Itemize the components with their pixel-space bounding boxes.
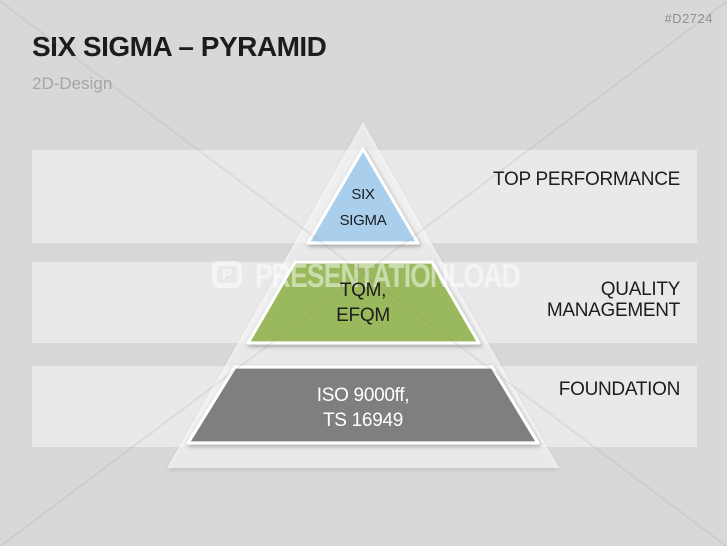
watermark-text: PRESENTATIONLOAD xyxy=(255,257,521,294)
page-subtitle: 2D-Design xyxy=(32,74,113,93)
shape-label-line: ISO 9000ff, xyxy=(316,385,410,406)
band-label-line: TOP PERFORMANCE xyxy=(493,169,680,190)
band-label-line: MANAGEMENT xyxy=(546,300,680,321)
shape-label-line: TS 16949 xyxy=(323,410,403,431)
logo-letter: P xyxy=(221,266,232,283)
band-label-line: FOUNDATION xyxy=(558,379,681,400)
template-code: #D2724 xyxy=(664,11,713,26)
pyramid-level-six-sigma xyxy=(306,147,420,245)
shape-label-line: SIX xyxy=(351,186,375,203)
pyramid-label-six-sigma: SIX SIGMA xyxy=(263,182,463,234)
presentationload-logo-icon: P xyxy=(212,261,242,288)
pyramid-label-foundation: ISO 9000ff, TS 16949 xyxy=(263,383,463,433)
page-title: SIX SIGMA – PYRAMID xyxy=(32,31,327,62)
shape-label-line: TQM, xyxy=(339,280,387,301)
shape-label-line: EFQM xyxy=(336,305,390,326)
band-label-foundation: FOUNDATION xyxy=(558,379,681,401)
pyramid-label-tqm-efqm: TQM, EFQM xyxy=(263,278,463,328)
band-label-quality-management: QUALITY MANAGEMENT xyxy=(547,279,680,321)
shape-label-line: SIGMA xyxy=(339,212,387,229)
band-label-top-performance: TOP PERFORMANCE xyxy=(493,169,680,191)
band-label-line: QUALITY xyxy=(600,279,681,300)
pyramid-level-foundation xyxy=(186,365,540,445)
pyramid-level-tqm-efqm xyxy=(246,260,481,345)
